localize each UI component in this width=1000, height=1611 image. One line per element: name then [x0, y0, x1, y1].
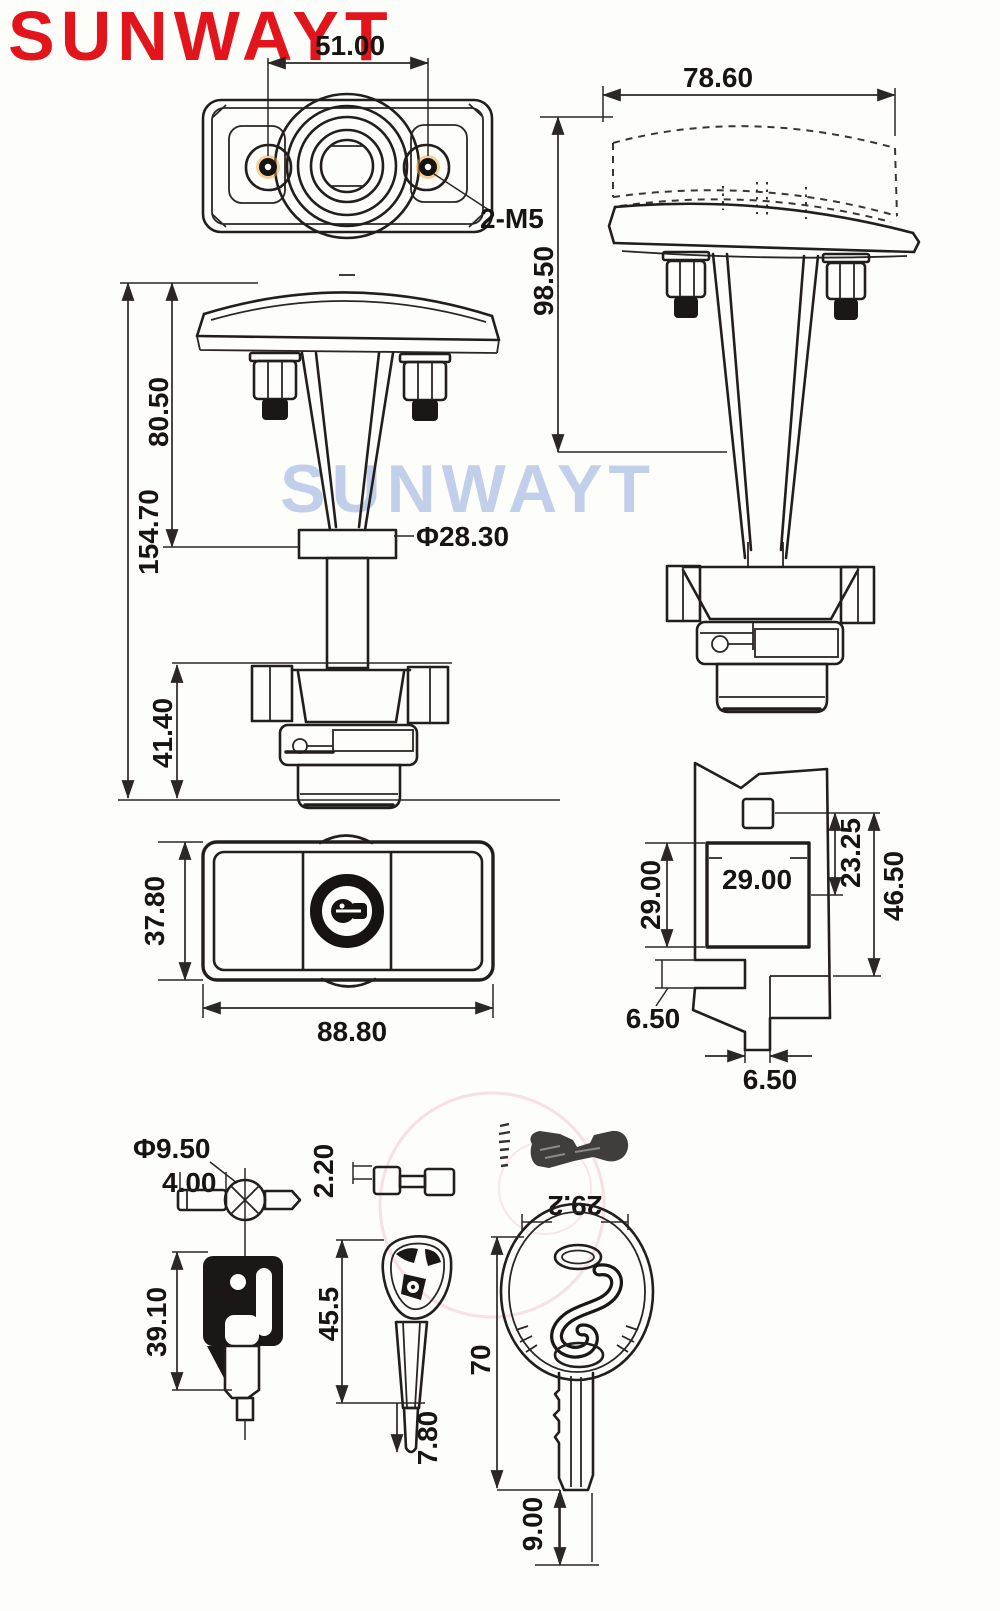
cutout-view: 29.00 29.00 23.25 46.50 6.50 6.50 [626, 761, 909, 1095]
mount-nut-right [821, 252, 871, 320]
latch-base-front [250, 664, 450, 810]
dim-face-width: 88.80 [317, 1016, 387, 1047]
blade-cross-section [372, 1165, 456, 1197]
key-blade [535, 1371, 599, 1566]
handle-raised-phantom [612, 125, 898, 223]
dim-cutout-hole-width: 29.00 [722, 864, 792, 895]
cylinder-body [203, 1256, 283, 1440]
key-top-silhouette [530, 1130, 629, 1168]
cylinder-view: Φ9.50 4.00 39.10 [133, 1133, 302, 1440]
cylinder-plug-face [176, 1168, 302, 1256]
front-profile-view: 80.50 154.70 41.40 Φ28.30 [118, 274, 560, 810]
key-head [499, 1202, 655, 1382]
face-view: 37.80 88.80 [139, 834, 495, 1047]
dim-cutout-slot-height: 6.50 [626, 1003, 681, 1034]
key-view: 29.2 70 9.00 [465, 1122, 655, 1566]
dim-cutout-slot-width: 6.50 [743, 1064, 798, 1095]
dim-handle-length: 78.60 [683, 62, 753, 93]
dim-key-blank-head-length: 45.5 [313, 1287, 344, 1342]
dim-base-height: 41.40 [147, 698, 178, 768]
key-blank-view: 2.20 45.5 7.80 [308, 1144, 456, 1466]
handle-profile-view: 78.60 [528, 62, 921, 714]
dim-cutout-hole-height: 29.00 [635, 860, 666, 930]
dim-cylinder-diameter: Φ9.50 [133, 1133, 210, 1164]
plan-view: 51.00 2-M5 [201, 30, 544, 240]
dim-key-blank-tip-width: 7.80 [412, 1411, 443, 1466]
dim-plan-hole-spacing: 51.00 [315, 30, 385, 61]
keyhole [310, 874, 384, 948]
mount-nut-front-right [398, 352, 452, 421]
mount-hole-right [416, 155, 440, 179]
dim-cutout-overall-height: 46.50 [878, 851, 909, 921]
dim-key-length: 70 [465, 1344, 496, 1375]
latch-base-side [665, 564, 876, 714]
mount-nut-left [661, 250, 711, 318]
dim-cylinder-tip-length: 4.00 [162, 1167, 217, 1198]
handle-cap-front [195, 274, 501, 354]
illegible-stamp-marks [498, 1122, 511, 1168]
key-blank-body [381, 1235, 453, 1454]
handle-shaft-side [711, 252, 820, 566]
dim-face-height: 37.80 [139, 876, 170, 946]
brand-watermark: SUNWAYT [280, 451, 656, 527]
dim-handle-overall-height: 98.50 [528, 246, 559, 316]
dim-overall-height: 154.70 [133, 489, 164, 575]
dim-upper-height: 80.50 [143, 377, 174, 447]
mount-nut-front-left [248, 351, 302, 420]
dim-key-tip-length: 9.00 [517, 1497, 548, 1552]
dim-cylinder-body-height: 39.10 [141, 1287, 172, 1357]
dim-blade-thickness: 2.20 [308, 1144, 339, 1199]
dim-cutout-center-offset: 23.25 [835, 818, 866, 888]
dim-shaft-diameter: Φ28.30 [416, 521, 509, 552]
handle-shaft-front [297, 351, 398, 670]
handle-cap-side [607, 202, 921, 259]
mount-hole-left [256, 155, 280, 179]
dim-plan-thread-callout: 2-M5 [480, 203, 544, 234]
